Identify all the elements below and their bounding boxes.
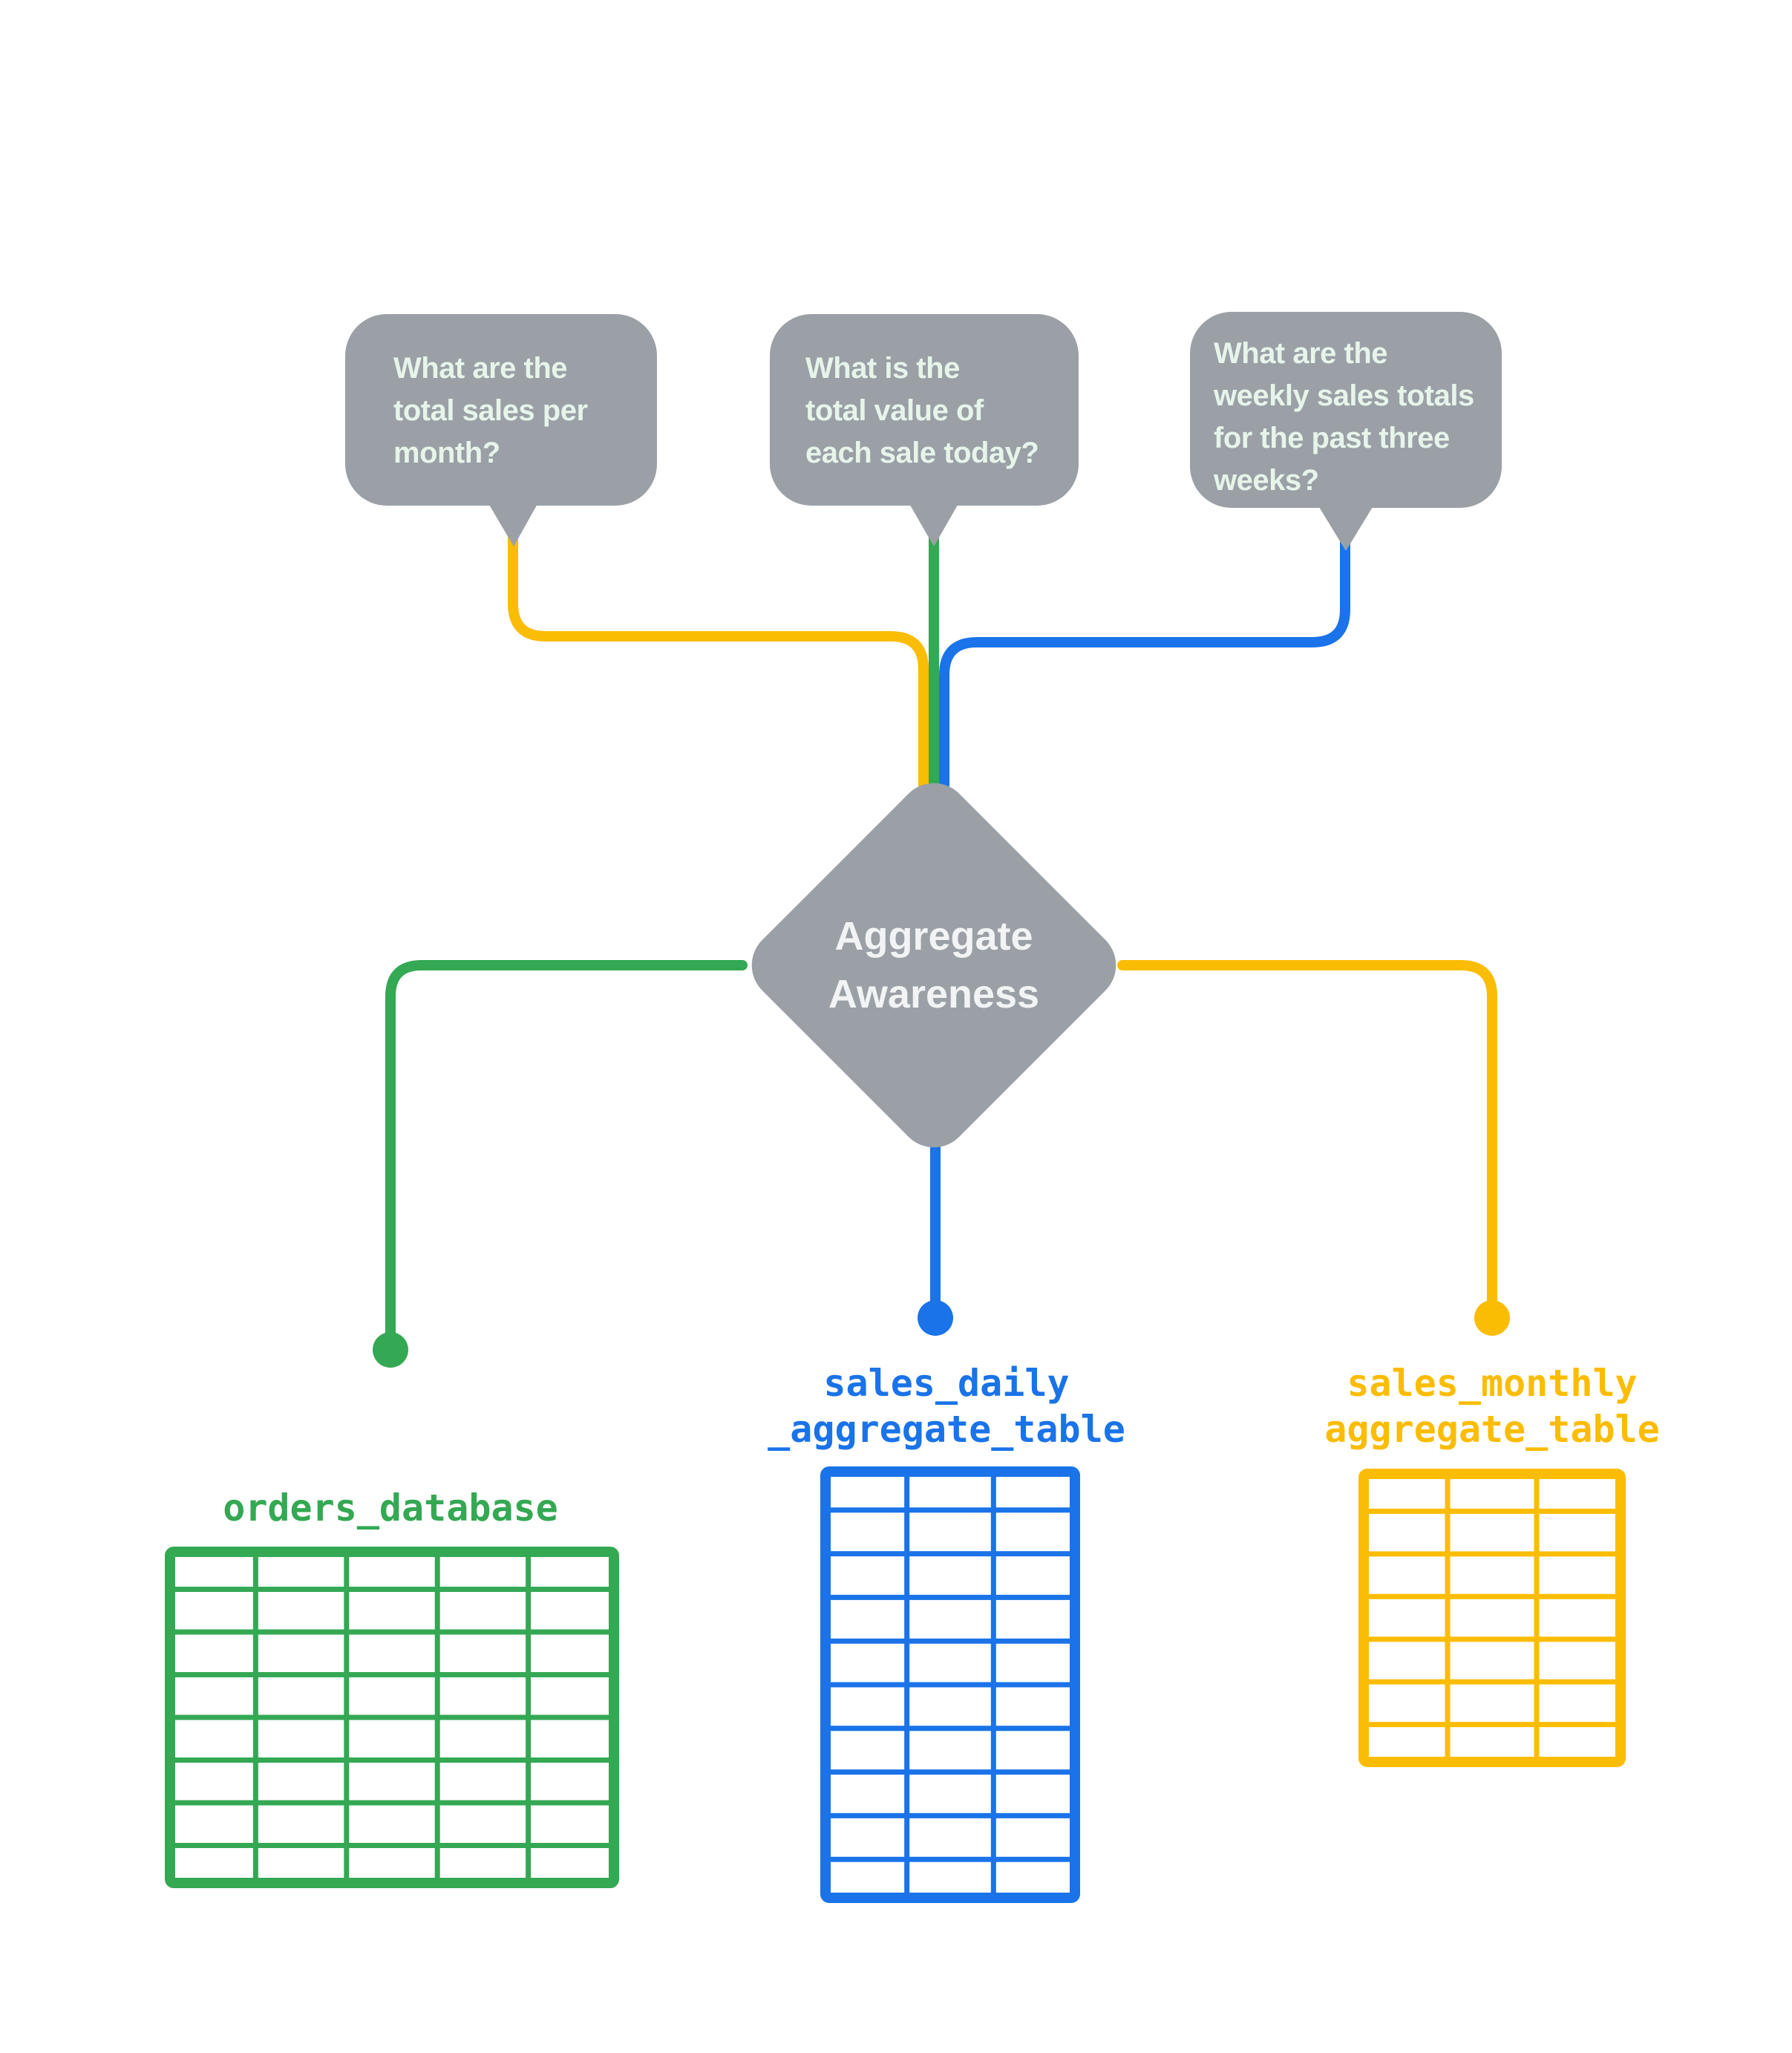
table-label-line: sales_daily xyxy=(823,1362,1070,1405)
question-line: for the past three xyxy=(1214,422,1450,454)
weekly-question-text: What are the weekly sales totals for the… xyxy=(1214,333,1474,502)
question-line: total value of xyxy=(805,394,984,427)
speech-bubble-daily xyxy=(770,314,1079,546)
monthly-aggregate-connector xyxy=(1117,960,1497,1323)
daily-aggregate-grid xyxy=(820,1466,1080,1903)
table-label-line: _aggregate_table xyxy=(768,1408,1125,1451)
table-grid-line xyxy=(1358,1469,1626,1767)
monthly-aggregate-label: sales_monthly aggregate_table xyxy=(1232,1360,1752,1452)
table-label-line: sales_monthly xyxy=(1347,1362,1638,1405)
orders-database-grid xyxy=(165,1547,619,1888)
aggregate-awareness-diamond xyxy=(751,783,1116,1148)
speech-bubble-monthly xyxy=(345,314,657,546)
question-line: each sale today? xyxy=(805,437,1039,469)
monthly-aggregate-endpoint-dot xyxy=(1474,1300,1510,1336)
speech-bubble-body xyxy=(1190,312,1502,508)
question-line: total sales per xyxy=(393,394,588,427)
question-line: What are the xyxy=(393,352,568,385)
monthly-aggregate-grid xyxy=(1358,1469,1626,1767)
question-line: month? xyxy=(393,437,500,469)
diamond-title: Aggregate Awareness xyxy=(748,907,1119,1023)
diamond-title-line: Awareness xyxy=(828,972,1040,1016)
speech-bubble-tail xyxy=(1317,503,1375,551)
speech-bubble-tail xyxy=(484,496,542,546)
daily-aggregate-label: sales_daily _aggregate_table xyxy=(687,1360,1206,1452)
speech-bubble-tail xyxy=(905,496,963,546)
speech-bubble-weekly xyxy=(1190,312,1502,551)
table-grid-line xyxy=(820,1466,1080,1903)
monthly-question-text: What are the total sales per month? xyxy=(393,347,588,474)
daily-question-text: What is the total value of each sale tod… xyxy=(805,347,1039,474)
monthly-question-connector xyxy=(508,531,929,837)
daily-aggregate-endpoint-dot xyxy=(918,1300,953,1336)
orders-database-endpoint-dot xyxy=(373,1332,408,1368)
weekly-question-connector xyxy=(939,534,1350,837)
table-label-line: orders_database xyxy=(223,1486,558,1530)
speech-bubble-body xyxy=(345,314,657,506)
table-label-line: aggregate_table xyxy=(1324,1408,1660,1451)
question-line: weeks? xyxy=(1214,464,1319,497)
question-line: weekly sales totals xyxy=(1214,379,1474,412)
diamond-title-line: Aggregate xyxy=(834,914,1033,959)
table-grid-line xyxy=(165,1547,619,1888)
speech-bubble-body xyxy=(770,314,1079,506)
orders-database-connector xyxy=(385,960,748,1355)
orders-database-label: orders_database xyxy=(131,1485,650,1531)
question-line: What are the xyxy=(1214,337,1388,370)
question-line: What is the xyxy=(805,352,960,385)
